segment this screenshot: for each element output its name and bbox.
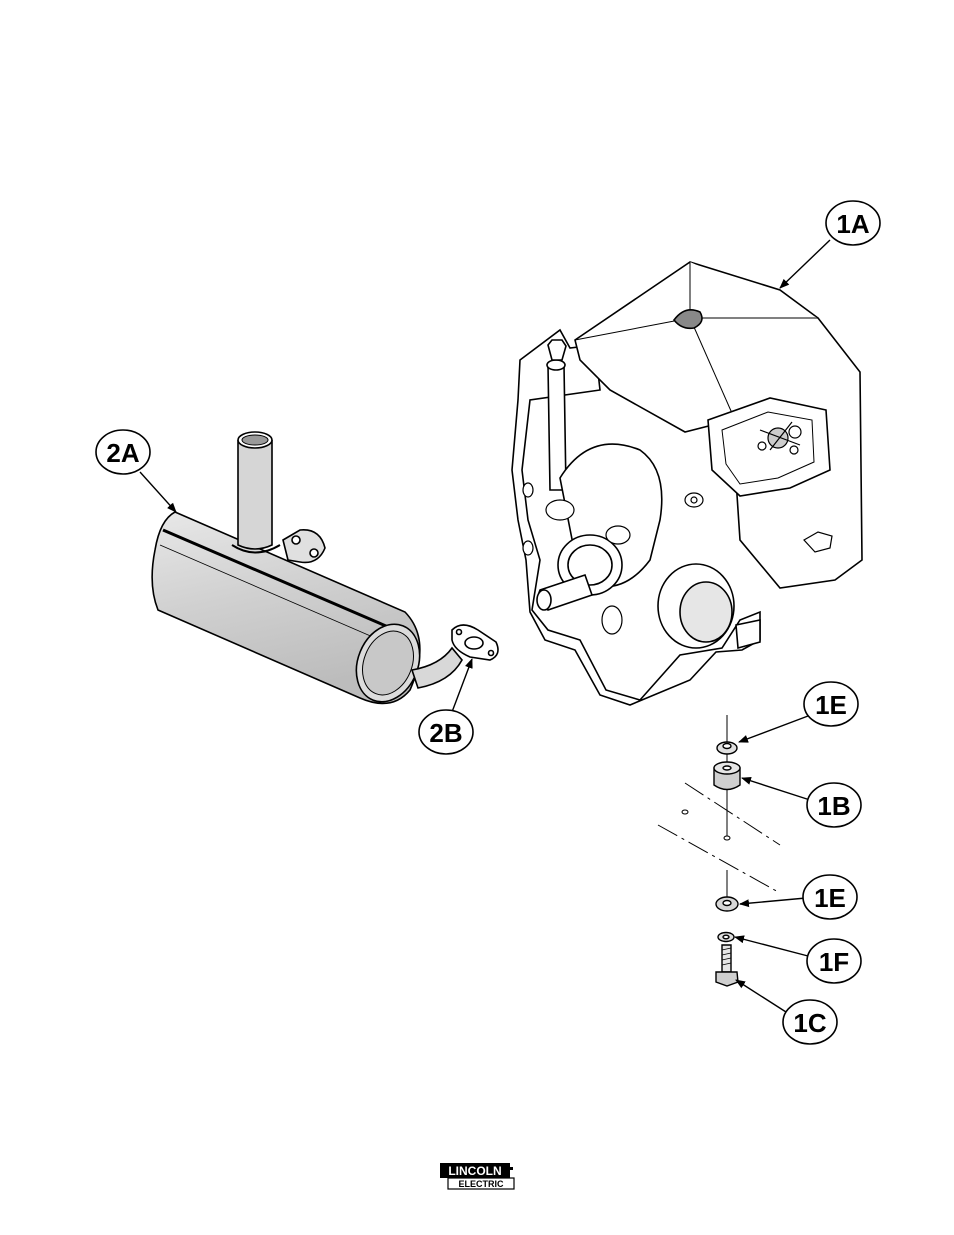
callout-2a-label: 2A	[106, 438, 139, 468]
rubber-mount	[714, 762, 740, 790]
callout-1f-label: 1F	[819, 947, 849, 977]
base-plate-outline	[658, 783, 780, 893]
engine-foot	[736, 620, 760, 648]
callout-1c: 1C	[783, 1000, 837, 1044]
callout-1e-top: 1E	[804, 682, 858, 726]
callout-1b-label: 1B	[817, 791, 850, 821]
callout-1c-label: 1C	[793, 1008, 826, 1038]
leader-1c	[736, 980, 786, 1012]
callout-2a: 2A	[96, 430, 150, 474]
leader-1e-bottom	[740, 898, 806, 904]
lincoln-electric-logo: LINCOLN ELECTRIC	[440, 1163, 514, 1189]
engine-block	[512, 262, 862, 705]
lock-washer	[718, 933, 734, 942]
flat-washer-top	[717, 742, 737, 754]
flat-washer-bottom	[716, 897, 738, 911]
callout-1e-bottom-label: 1E	[814, 883, 846, 913]
callout-1a-label: 1A	[836, 209, 869, 239]
leader-2a	[140, 472, 176, 512]
muffler-assembly	[152, 432, 462, 711]
callout-1f: 1F	[807, 939, 861, 983]
muffler-upper-flange	[283, 530, 325, 563]
muffler-outlet-pipe	[238, 440, 272, 549]
exhaust-gasket	[452, 625, 498, 660]
callout-1e-bottom: 1E	[803, 875, 857, 919]
leader-1b	[742, 778, 810, 800]
callout-1b: 1B	[807, 783, 861, 827]
front-round-cover	[658, 564, 734, 648]
hex-bolt	[716, 945, 738, 986]
callout-1a: 1A	[826, 201, 880, 245]
leader-1a	[780, 240, 830, 288]
crank-boss	[537, 535, 622, 610]
callout-2b-label: 2B	[429, 718, 462, 748]
callout-1e-top-label: 1E	[815, 690, 847, 720]
logo-line1: LINCOLN	[448, 1164, 501, 1178]
callout-2b: 2B	[419, 710, 473, 754]
oil-filler-tube	[548, 365, 566, 490]
leader-1e-top	[739, 716, 808, 742]
logo-line2: ELECTRIC	[459, 1179, 505, 1189]
mounting-hardware	[658, 715, 780, 986]
leader-1f	[735, 937, 808, 956]
